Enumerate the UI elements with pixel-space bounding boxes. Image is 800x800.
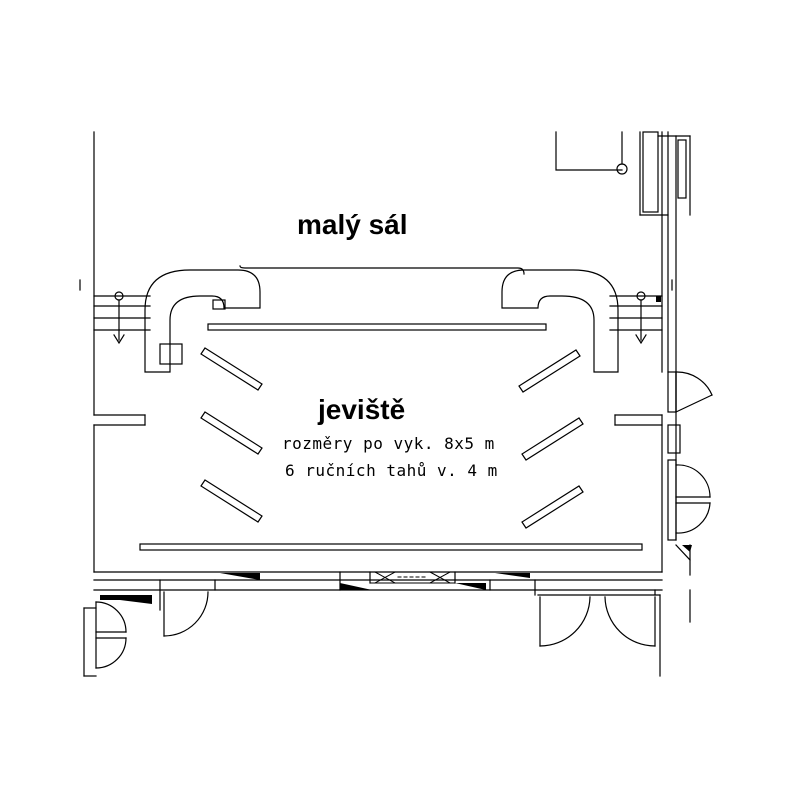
bottom-center-window xyxy=(369,571,456,584)
rail-lines xyxy=(79,279,673,331)
hoist-symbol-left xyxy=(113,291,125,345)
wall-fills xyxy=(100,296,692,604)
outer-walls xyxy=(93,131,691,573)
bottom-walls xyxy=(83,571,663,677)
stage-label: jeviště xyxy=(318,394,406,425)
bottom-doors xyxy=(83,591,656,677)
hoists-note: 6 ručních tahů v. 4 m xyxy=(285,461,498,480)
right-doors xyxy=(667,371,713,623)
diagonal-flats xyxy=(200,347,584,529)
pipe-battens xyxy=(139,323,643,551)
top-right-details xyxy=(555,131,687,216)
hall-label: malý sál xyxy=(297,209,408,240)
stage-size-note: rozměry po vyk. 8x5 m xyxy=(282,434,495,453)
hoist-symbol-right xyxy=(635,291,647,345)
proscenium-outline xyxy=(144,265,619,373)
